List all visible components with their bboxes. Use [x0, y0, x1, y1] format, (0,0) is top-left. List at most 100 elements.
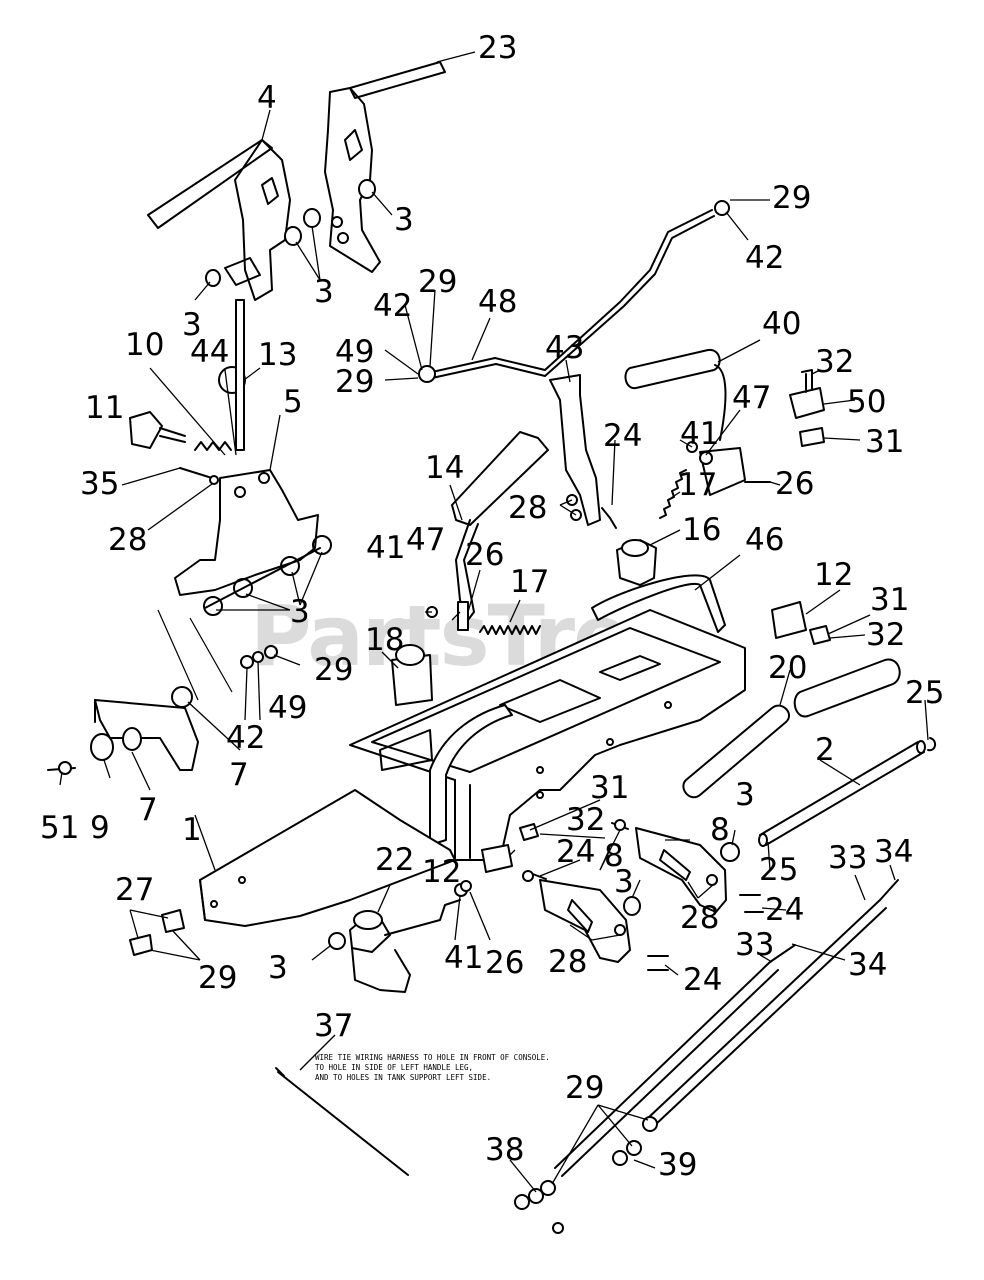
callout-32: 32: [866, 617, 905, 653]
part-2-shaft: [758, 737, 936, 847]
callout-25: 25: [905, 675, 944, 711]
callout-26: 26: [485, 945, 524, 981]
part-38-39-nuts: [514, 1116, 658, 1234]
callout-3: 3: [394, 202, 414, 238]
part-35-bolt: [179, 467, 213, 479]
callout-41: 41: [366, 530, 405, 566]
part-17-spring-left: [479, 625, 541, 635]
callout-23: 23: [478, 30, 517, 66]
callout-7: 7: [229, 757, 249, 793]
part-40-handle-grip: [624, 348, 771, 496]
callout-17: 17: [510, 564, 549, 600]
part-24-bolts: [522, 819, 764, 971]
callout-50: 50: [847, 384, 886, 420]
callout-33: 33: [735, 927, 774, 963]
callout-41: 41: [444, 940, 483, 976]
part-12-switch-right: [771, 601, 831, 645]
parts-artwork: [47, 61, 936, 1234]
callout-43: 43: [545, 330, 584, 366]
callout-labels: 23 4 3 3 3 29 42 29 48 42 49 29 40 43 32…: [40, 30, 944, 1183]
callout-4: 4: [257, 80, 277, 116]
part-7-bracket: [47, 686, 199, 775]
callout-12: 12: [814, 557, 853, 593]
callout-22: 22: [375, 842, 414, 878]
callout-28: 28: [108, 522, 147, 558]
callout-1: 1: [182, 812, 202, 848]
part-11-knob-assembly: [129, 299, 245, 451]
callout-42: 42: [226, 720, 265, 756]
callout-24: 24: [683, 962, 722, 998]
callout-13: 13: [258, 337, 297, 373]
callout-24: 24: [556, 834, 595, 870]
note-line-1: WIRE TIE WIRING HARNESS TO HOLE IN FRONT…: [315, 1053, 550, 1062]
callout-28: 28: [508, 490, 547, 526]
part-5-lower-bracket: [174, 469, 321, 609]
callout-3: 3: [314, 274, 334, 310]
callout-40: 40: [762, 306, 801, 342]
part-1-frame-rail: [199, 789, 456, 927]
callout-29: 29: [198, 960, 237, 996]
callout-37: 37: [314, 1008, 353, 1044]
callout-16: 16: [682, 512, 721, 548]
part-4-left-handle-bracket: [147, 139, 291, 301]
part-8-bracket-upper: [635, 827, 727, 913]
callout-5: 5: [283, 384, 303, 420]
callout-44: 44: [190, 334, 229, 370]
callout-3: 3: [614, 864, 634, 900]
wire-tie-note: WIRE TIE WIRING HARNESS TO HOLE IN FRONT…: [315, 1053, 550, 1082]
callout-24: 24: [603, 418, 642, 454]
callout-47: 47: [406, 522, 445, 558]
callout-12: 12: [422, 854, 461, 890]
callout-18: 18: [365, 622, 404, 658]
callout-46: 46: [745, 522, 784, 558]
callout-3: 3: [735, 777, 755, 813]
callout-42: 42: [373, 288, 412, 324]
part-22-bracket: [349, 880, 472, 993]
callout-32: 32: [566, 802, 605, 838]
callout-27: 27: [115, 872, 154, 908]
callout-34: 34: [848, 947, 887, 983]
callout-3: 3: [268, 950, 288, 986]
callout-24: 24: [765, 892, 804, 928]
callout-3: 3: [290, 594, 310, 630]
callout-29: 29: [565, 1070, 604, 1106]
callout-41: 41: [680, 416, 719, 452]
callout-25: 25: [759, 852, 798, 888]
callout-26: 26: [775, 466, 814, 502]
callout-32: 32: [815, 344, 854, 380]
callout-39: 39: [658, 1147, 697, 1183]
callout-47: 47: [732, 380, 771, 416]
callout-7: 7: [138, 792, 158, 828]
note-line-3: AND TO HOLES IN TANK SUPPORT LEFT SIDE.: [315, 1073, 491, 1082]
callout-34: 34: [874, 834, 913, 870]
part-46-console: [349, 574, 746, 861]
callout-28: 28: [680, 900, 719, 936]
callout-10: 10: [125, 327, 164, 363]
callout-35: 35: [80, 466, 119, 502]
callout-8: 8: [604, 838, 624, 874]
callout-20: 20: [768, 650, 807, 686]
part-18-pto-knob: [391, 644, 433, 706]
callout-49: 49: [335, 334, 374, 370]
part-20-grip-lower: [682, 704, 790, 799]
callout-29: 29: [418, 264, 457, 300]
part-37-wire-tie: [277, 1071, 409, 1176]
leader-lines: [59, 51, 929, 1193]
part-50-switch: [789, 369, 825, 447]
callout-26: 26: [465, 537, 504, 573]
callout-2: 2: [815, 732, 835, 768]
callout-9: 9: [90, 810, 110, 846]
part-20-grip-upper: [793, 658, 901, 718]
callout-38: 38: [485, 1132, 524, 1168]
callout-31: 31: [590, 770, 629, 806]
callout-17: 17: [678, 467, 717, 503]
leader-lines-5-7: [157, 609, 233, 701]
note-line-2: TO HOLE IN SIDE OF LEFT HANDLE LEG,: [315, 1063, 473, 1072]
callout-28: 28: [548, 944, 587, 980]
part-8-bracket-lower: [539, 879, 631, 963]
callout-29: 29: [772, 180, 811, 216]
part-48-connecting-rod: [418, 200, 730, 383]
callout-31: 31: [870, 582, 909, 618]
callout-29: 29: [335, 364, 374, 400]
